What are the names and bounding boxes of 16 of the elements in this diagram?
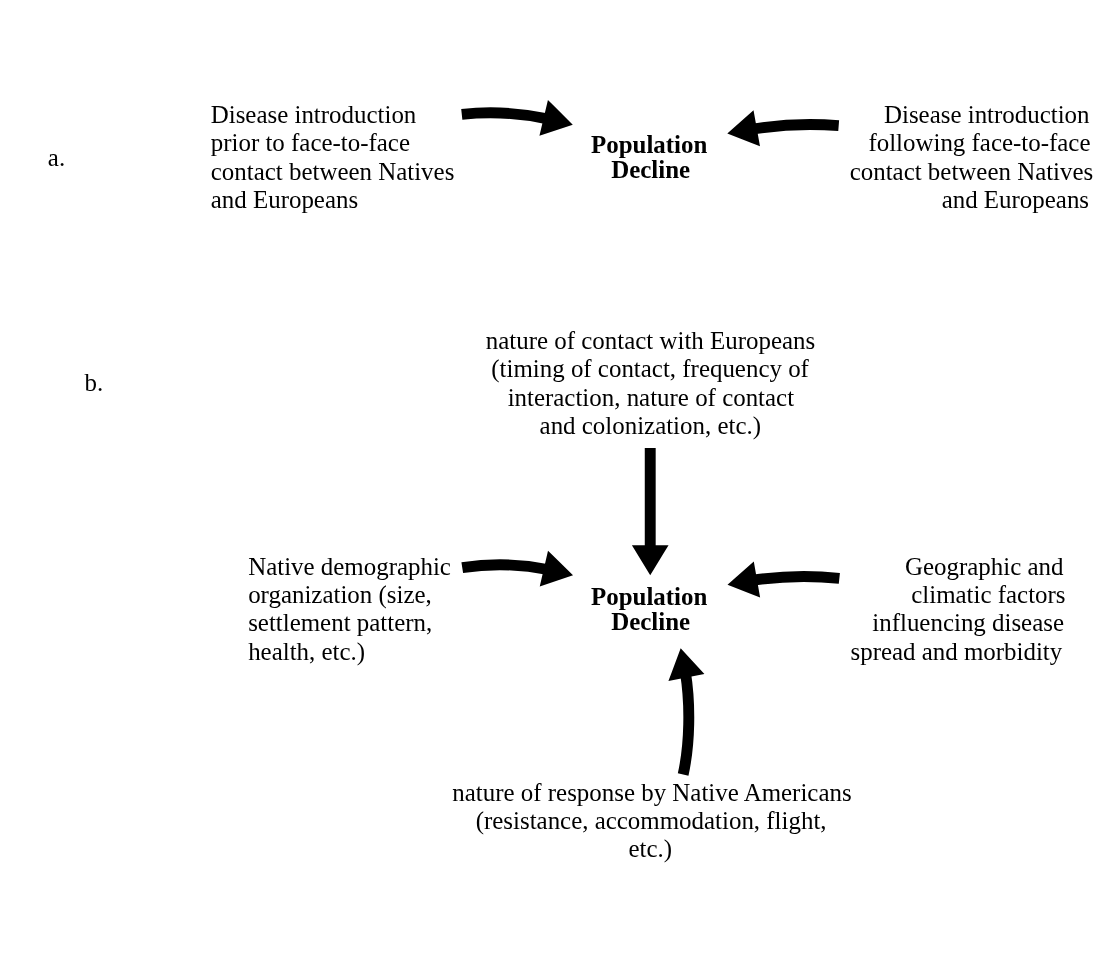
node-text: Population Decline [591,130,708,183]
node-text: Geographic and climatic factors influencing disease spread and morbidity [850,552,1066,665]
node-text: Disease introduction prior to face-to-face contact between Natives and Europeans [210,100,455,213]
arrow [461,550,574,586]
node-text: Population Decline [591,582,708,635]
arrow [461,99,573,136]
node-text: Disease introduction following face-to-face contact between Natives and Europeans [849,100,1094,213]
arrow [727,561,840,598]
arrow [727,109,840,146]
node-text: Native demographic organization (size, settlement pattern, health, etc.) [248,552,451,665]
arrow [668,647,705,776]
node-text: nature of contact with Europeans (timing of contact, frequency of interaction, nature of contact and colonization, etc.) [485,326,816,439]
label: a. [47,142,66,170]
node-text: nature of response by Native Americans (resistance, accommodation, flight, etc.) [452,778,852,862]
arrow [631,447,669,575]
label: b. [84,368,104,396]
